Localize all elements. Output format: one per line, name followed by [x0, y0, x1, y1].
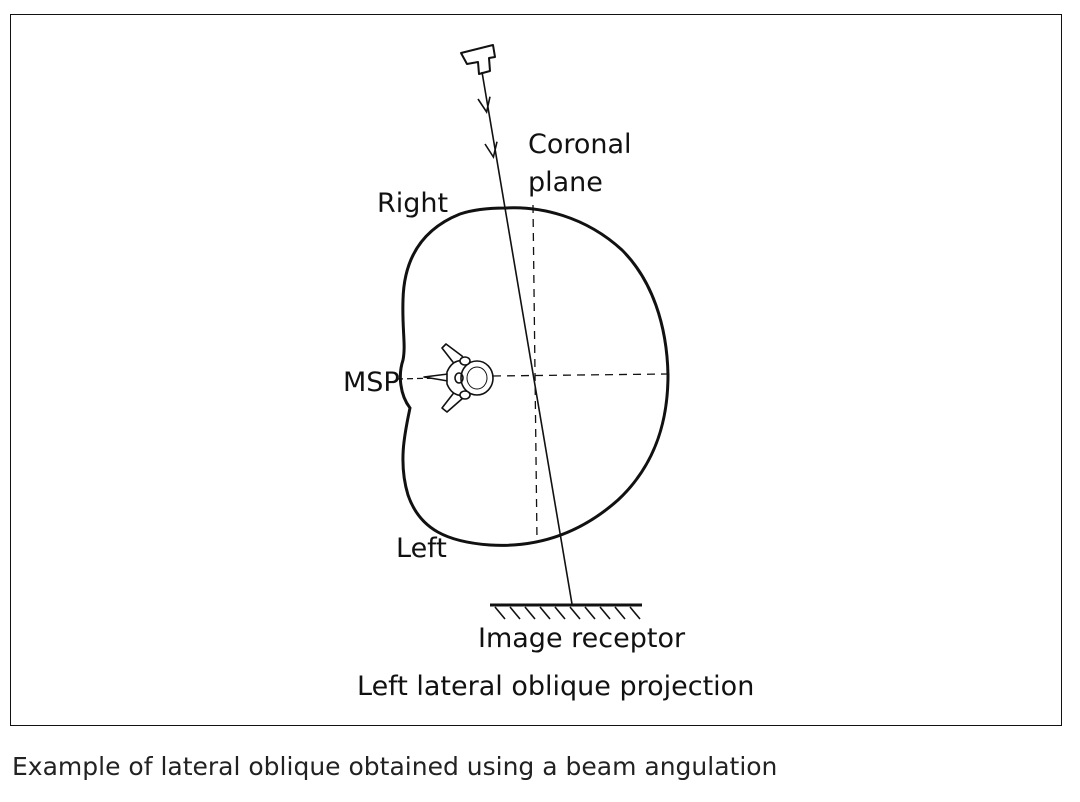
- projection-title: Left lateral oblique projection: [357, 671, 754, 702]
- image-receptor-icon: [490, 603, 642, 620]
- left-label: Left: [396, 533, 447, 564]
- figure-frame: [10, 14, 1062, 726]
- lateral-oblique-diagram: Coronal plane Right MSP Left Image recep…: [343, 44, 754, 702]
- right-label: Right: [377, 188, 448, 219]
- msp-label: MSP: [343, 367, 400, 398]
- msp-line: [492, 373, 668, 377]
- image-receptor-label: Image receptor: [478, 623, 686, 654]
- xray-tube-icon: [460, 44, 496, 75]
- central-ray: [481, 71, 573, 605]
- coronal-plane-label-line2: plane: [528, 167, 603, 198]
- vertebra-icon: [423, 343, 494, 413]
- figure-caption: Example of lateral oblique obtained usin…: [12, 752, 778, 781]
- coronal-plane-label-line1: Coronal: [528, 129, 632, 160]
- ray-arrow-lower: [484, 141, 498, 160]
- ray-arrow-upper: [477, 96, 491, 115]
- body-cross-section: [398, 206, 670, 547]
- coronal-plane-line: [532, 204, 538, 542]
